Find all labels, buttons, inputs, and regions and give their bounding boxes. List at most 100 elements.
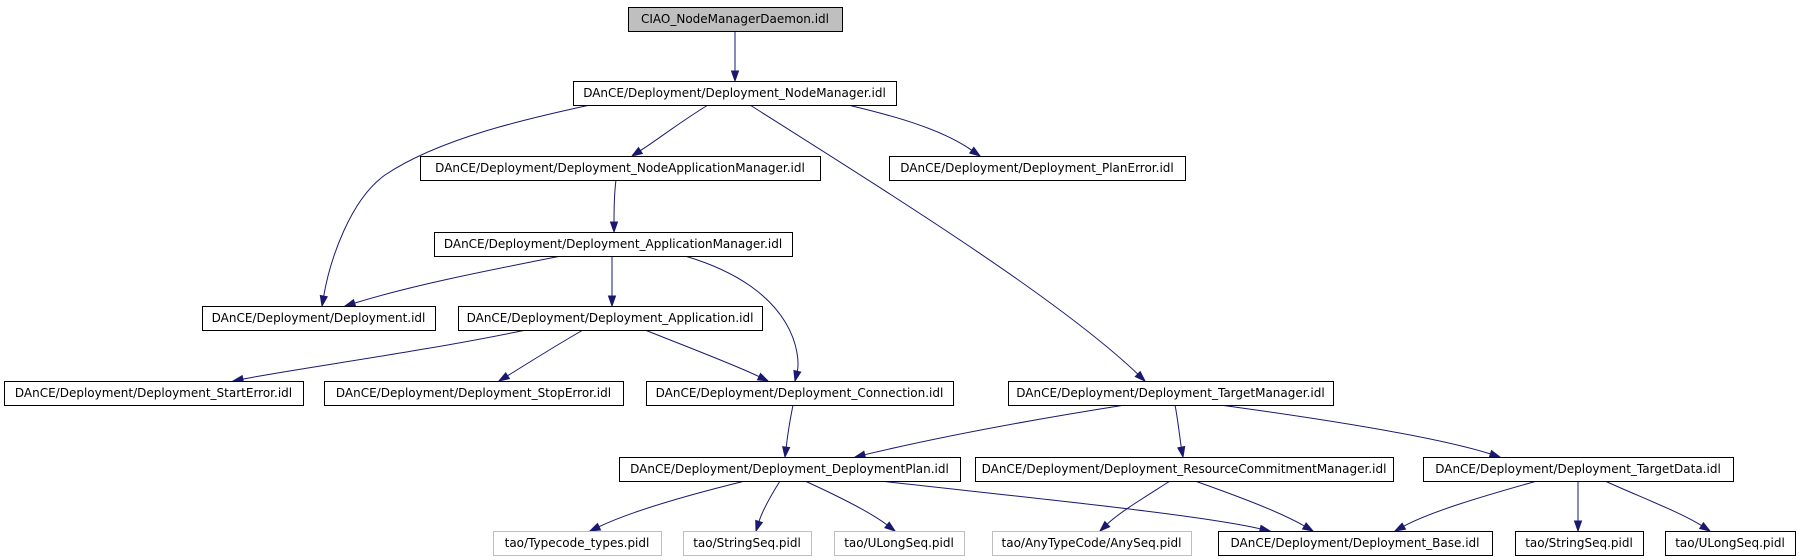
node-nm[interactable]: DAnCE/Deployment/Deployment_NodeManager.… — [573, 81, 897, 106]
edge-line — [598, 480, 746, 528]
node-label: DAnCE/Deployment/Deployment_NodeManager.… — [583, 86, 886, 100]
edge-arrowhead — [1573, 520, 1583, 533]
node-am[interactable]: DAnCE/Deployment/Deployment_ApplicationM… — [434, 232, 793, 257]
node-box — [975, 457, 1394, 482]
edge-conn-to-dp — [782, 404, 794, 459]
edge-line — [1219, 404, 1491, 455]
node-box — [458, 306, 763, 331]
node-se[interactable]: DAnCE/Deployment/Deployment_StartError.i… — [4, 381, 304, 406]
edge-line — [640, 104, 709, 152]
edge-line — [804, 480, 888, 526]
node-label: tao/StringSeq.pidl — [693, 536, 801, 550]
node-label: DAnCE/Deployment/Deployment_PlanError.id… — [900, 161, 1173, 175]
edge-arrowhead — [884, 521, 897, 532]
node-box — [573, 81, 897, 106]
node-base[interactable]: DAnCE/Deployment/Deployment_Base.idl — [1218, 531, 1493, 556]
node-app[interactable]: DAnCE/Deployment/Deployment_Application.… — [458, 306, 763, 331]
edge-line — [684, 255, 799, 372]
node-box — [1515, 531, 1644, 556]
edge-dp-to-uls1 — [804, 480, 897, 532]
node-label: CIAO_NodeManagerDaemon.idl — [641, 12, 829, 26]
node-dp[interactable]: DAnCE/Deployment/Deployment_DeploymentPl… — [619, 457, 961, 482]
node-box — [1218, 531, 1493, 556]
node-label: DAnCE/Deployment/Deployment_NodeApplicat… — [435, 161, 805, 175]
edge-am-to-conn — [684, 255, 802, 383]
node-box — [202, 306, 436, 331]
node-ss2[interactable]: tao/StringSeq.pidl — [1515, 531, 1644, 556]
edge-arrowhead — [607, 295, 617, 308]
node-ciao_nmd[interactable]: CIAO_NodeManagerDaemon.idl — [628, 7, 843, 32]
node-dep[interactable]: DAnCE/Deployment/Deployment.idl — [202, 306, 436, 331]
node-tm[interactable]: DAnCE/Deployment/Deployment_TargetManage… — [1008, 381, 1334, 406]
node-uls1[interactable]: tao/ULongSeq.pidl — [834, 531, 965, 556]
edge-nam-to-am — [609, 179, 619, 234]
edge-line — [613, 179, 617, 223]
node-anyseq[interactable]: tao/AnyTypeCode/AnySeq.pidl — [992, 531, 1192, 556]
edge-nm-to-tm — [749, 104, 1147, 383]
node-tt[interactable]: tao/Typecode_types.pidl — [493, 531, 662, 556]
node-box — [646, 381, 954, 406]
node-box — [324, 381, 624, 406]
edge-arrowhead — [1393, 522, 1407, 532]
edge-line — [749, 104, 1139, 375]
edge-arrowhead — [609, 221, 619, 234]
node-box — [1008, 381, 1334, 406]
edge-arrowhead — [1698, 521, 1712, 532]
node-label: tao/AnyTypeCode/AnySeq.pidl — [1002, 536, 1182, 550]
node-nam[interactable]: DAnCE/Deployment/Deployment_NodeApplicat… — [420, 156, 821, 181]
node-pe[interactable]: DAnCE/Deployment/Deployment_PlanError.id… — [889, 156, 1186, 181]
node-label: DAnCE/Deployment/Deployment_StopError.id… — [336, 386, 611, 400]
edge-line — [323, 104, 591, 297]
edge-rcm-to-base — [1194, 480, 1315, 532]
edge-line — [1194, 480, 1305, 527]
edge-app-to-conn — [644, 329, 770, 382]
edge-nm-to-dep — [319, 104, 591, 308]
edge-arrowhead — [782, 446, 791, 459]
edge-line — [1403, 480, 1538, 527]
edge-app-to-ste — [497, 329, 584, 382]
edge-nm-to-pe — [847, 104, 982, 157]
node-box — [1423, 457, 1734, 482]
edge-arrowhead — [968, 146, 982, 157]
node-box — [683, 531, 812, 556]
node-box — [4, 381, 304, 406]
edge-line — [242, 329, 527, 380]
node-label: DAnCE/Deployment/Deployment_ApplicationM… — [444, 237, 782, 251]
edge-tm-to-rcm — [1174, 404, 1186, 459]
node-box — [420, 156, 821, 181]
edge-dp-to-ss1 — [755, 480, 781, 533]
node-rcm[interactable]: DAnCE/Deployment/Deployment_ResourceComm… — [975, 457, 1394, 482]
edge-td-to-uls2 — [1604, 480, 1712, 532]
node-box — [493, 531, 662, 556]
node-ste[interactable]: DAnCE/Deployment/Deployment_StopError.id… — [324, 381, 624, 406]
node-label: DAnCE/Deployment/Deployment_DeploymentPl… — [630, 462, 949, 476]
node-ss1[interactable]: tao/StringSeq.pidl — [683, 531, 812, 556]
edge-tm-to-td — [1219, 404, 1502, 458]
edge-arrowhead — [755, 519, 764, 533]
edge-line — [758, 480, 781, 522]
edge-tm-to-dp — [853, 404, 1126, 459]
edge-arrowhead — [343, 298, 357, 307]
node-box — [619, 457, 961, 482]
node-box — [434, 232, 793, 257]
edge-td-to-base — [1393, 480, 1538, 532]
node-conn[interactable]: DAnCE/Deployment/Deployment_Connection.i… — [646, 381, 954, 406]
edge-td-to-ss2 — [1573, 480, 1583, 533]
edge-line — [1604, 480, 1702, 527]
node-label: DAnCE/Deployment/Deployment_TargetData.i… — [1435, 462, 1721, 476]
node-label: DAnCE/Deployment/Deployment_Base.idl — [1230, 536, 1479, 550]
edge-dp-to-base — [879, 480, 1272, 533]
node-uls2[interactable]: tao/ULongSeq.pidl — [1665, 531, 1796, 556]
edge-arrowhead — [497, 371, 511, 382]
edge-arrowhead — [1301, 522, 1315, 532]
edge-line — [1106, 480, 1171, 525]
node-td[interactable]: DAnCE/Deployment/Deployment_TargetData.i… — [1423, 457, 1734, 482]
edge-line — [1174, 404, 1182, 448]
edge-nm-to-nam — [630, 104, 709, 157]
edge-line — [785, 404, 794, 448]
edge-line — [507, 329, 584, 377]
edge-rcm-to-anyseq — [1098, 480, 1171, 533]
edge-dp-to-tt — [588, 480, 746, 532]
node-label: DAnCE/Deployment/Deployment_StartError.i… — [15, 386, 292, 400]
node-label: DAnCE/Deployment/Deployment_Application.… — [467, 311, 754, 325]
